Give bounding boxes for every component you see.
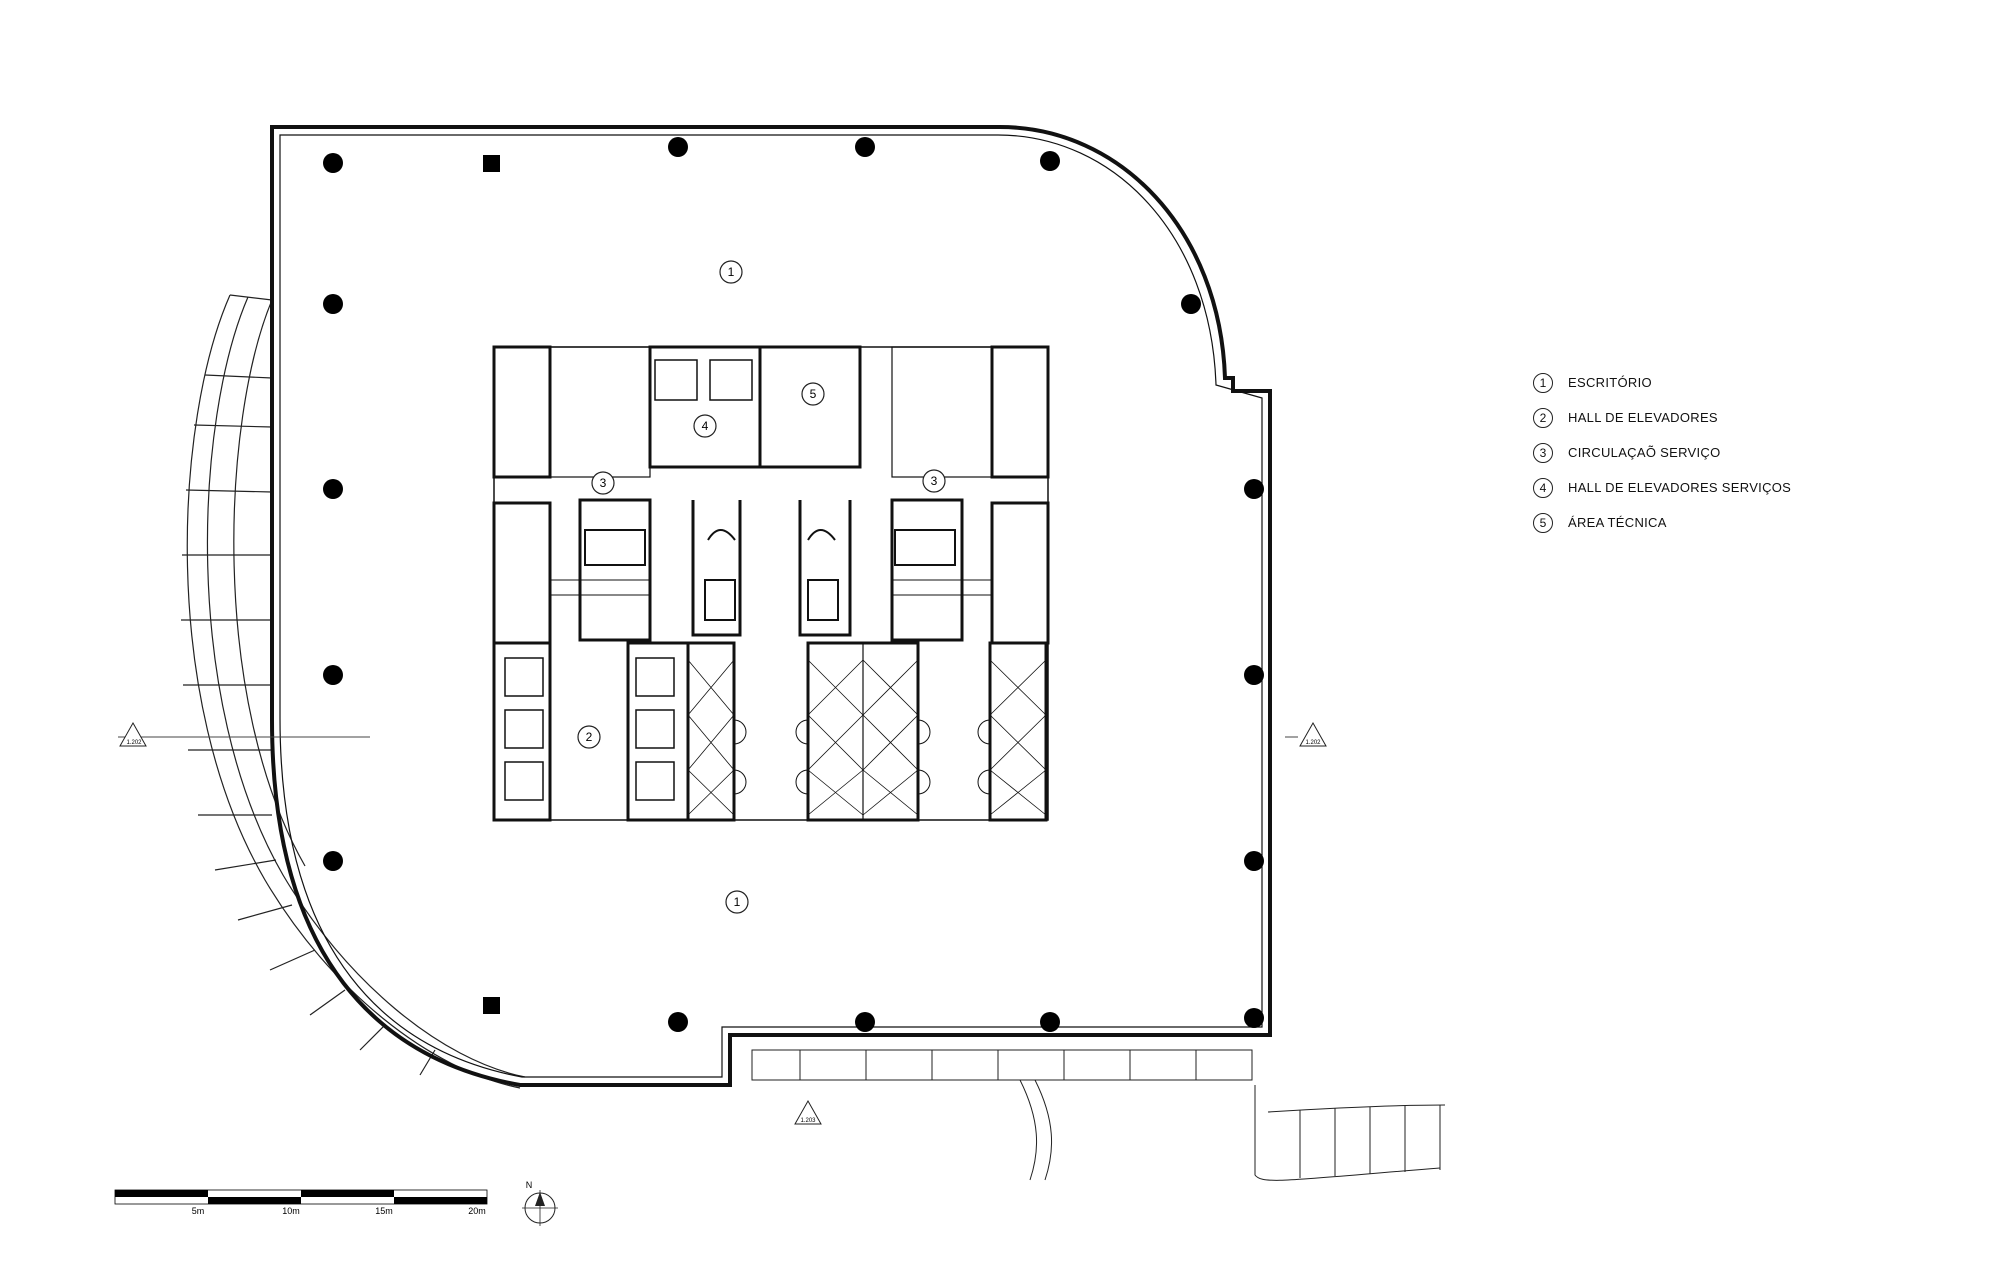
legend-label: HALL DE ELEVADORES xyxy=(1568,410,1718,425)
scale-label-15m: 15m xyxy=(375,1206,393,1216)
room-tag-elevator-hall: 2 xyxy=(577,725,601,749)
room-tag-service-elevator-hall-label: 4 xyxy=(702,419,709,433)
room-tags: 1 1 2 3 3 4 5 xyxy=(577,260,946,914)
building-envelope xyxy=(270,125,1272,1087)
room-tag-technical-area: 5 xyxy=(801,382,825,406)
elevator-banks xyxy=(492,641,1048,822)
section-marker-bottom-label: 1.203 xyxy=(800,1118,816,1124)
room-tag-service-elevator-hall: 4 xyxy=(693,414,717,438)
legend-num: 3 xyxy=(1533,442,1553,463)
legend-label: HALL DE ELEVADORES SERVIÇOS xyxy=(1568,480,1792,495)
scale-label-5m: 5m xyxy=(192,1206,205,1216)
structural-columns xyxy=(323,137,1264,1032)
legend-item-office: 1 ESCRITÓRIO xyxy=(1533,365,1853,400)
service-core xyxy=(492,345,1050,821)
legend-label: ÁREA TÉCNICA xyxy=(1568,515,1667,530)
legend-num: 5 xyxy=(1533,512,1553,533)
room-tag-elevator-hall-label: 2 xyxy=(586,730,593,744)
room-tag-office-bottom: 1 xyxy=(725,890,749,914)
north-arrow-label: N xyxy=(526,1180,533,1190)
legend-num: 1 xyxy=(1533,372,1553,393)
scale-bar: 5m 10m 15m 20m xyxy=(114,1189,488,1216)
legend-num: 2 xyxy=(1533,407,1553,428)
legend-item-service-elevator-hall: 4 HALL DE ELEVADORES SERVIÇOS xyxy=(1533,470,1853,505)
section-marker-right: 1.202 xyxy=(1299,721,1327,747)
legend-item-elevator-hall: 2 HALL DE ELEVADORES xyxy=(1533,400,1853,435)
room-tag-office-bottom-label: 1 xyxy=(734,895,741,909)
legend-label: CIRCULAÇAÕ SERVIÇO xyxy=(1568,445,1721,460)
legend-item-technical-area: 5 ÁREA TÉCNICA xyxy=(1533,505,1853,540)
section-marker-left-label: 1.202 xyxy=(126,740,142,746)
legend-num: 4 xyxy=(1533,477,1553,498)
room-tag-office-top: 1 xyxy=(719,260,743,284)
scale-label-10m: 10m xyxy=(282,1206,300,1216)
room-tag-service-circ-left: 3 xyxy=(591,471,615,495)
legend-item-service-circulation: 3 CIRCULAÇAÕ SERVIÇO xyxy=(1533,435,1853,470)
legend-label: ESCRITÓRIO xyxy=(1568,375,1652,390)
exterior-canopy xyxy=(181,294,526,1089)
section-marker-left: 1.202 xyxy=(119,721,147,747)
legend: 1 ESCRITÓRIO 2 HALL DE ELEVADORES 3 CIRC… xyxy=(1533,365,1853,540)
room-tag-service-circ-left-label: 3 xyxy=(600,476,607,490)
section-marker-right-label: 1.202 xyxy=(1305,740,1321,746)
room-tag-service-circ-right: 3 xyxy=(922,469,946,493)
room-tag-office-top-label: 1 xyxy=(728,265,735,279)
room-tag-service-circ-right-label: 3 xyxy=(931,474,938,488)
north-arrow-icon: N xyxy=(522,1180,558,1226)
scale-label-20m: 20m xyxy=(468,1206,486,1216)
section-cut: 1.202 1.202 1.203 xyxy=(118,721,1327,1125)
site-elements xyxy=(751,1049,1446,1181)
section-marker-bottom: 1.203 xyxy=(794,1099,822,1125)
room-tag-technical-area-label: 5 xyxy=(810,387,817,401)
